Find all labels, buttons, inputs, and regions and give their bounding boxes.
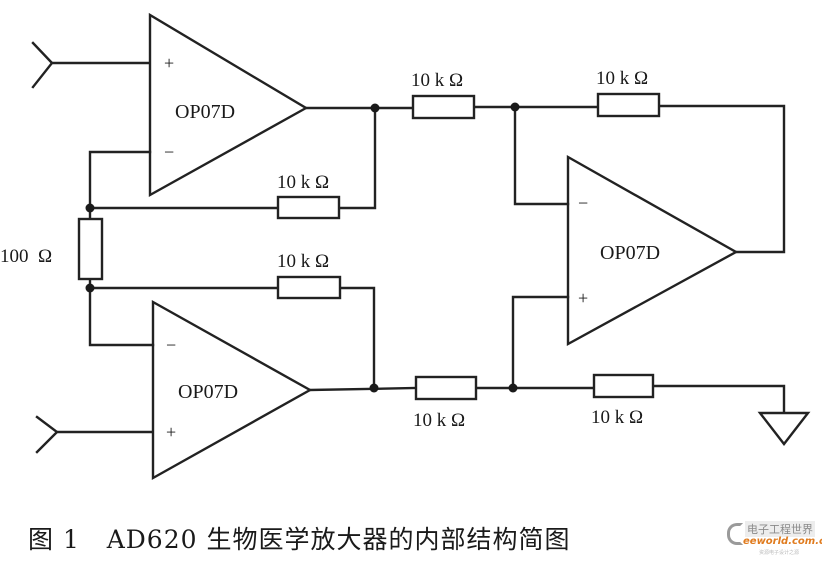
wire-top-minus [88,150,152,210]
opamp-bottom: − + OP07D [151,299,313,481]
wire-feedback-output [657,104,786,254]
watermark: 电子工程世界 eeworld.com.cn 资源电子设计之源 [727,521,822,557]
junction-node [510,102,520,112]
watermark-slogan: 资源电子设计之源 [759,550,800,556]
watermark-logo-icon [727,523,743,545]
resistor-output-feedback [596,92,661,118]
opamp-top-label: OP07D [175,101,235,123]
opamp-bottom-plus-sign: + [166,422,176,442]
watermark-url: eeworld.com.cn [743,536,822,547]
ground-icon [757,411,811,446]
junction-node [508,383,518,393]
resistor-gain-label: 100 Ω [0,246,52,267]
wire-bottom-feedback-right [338,286,376,390]
figure-caption: 图 1 AD620 生物医学放大器的内部结构简图 [28,525,571,554]
junction-node [85,203,95,213]
wire-ground [651,384,786,415]
resistor-bottom-feedback-label: 10 k Ω [277,251,329,272]
opamp-output-minus-sign: − [578,193,588,213]
opamp-output-label: OP07D [600,242,660,264]
opamp-top-minus-sign: − [164,142,174,162]
resistor-ground-label: 10 k Ω [591,407,643,428]
junction-node [369,383,379,393]
junction-node [85,283,95,293]
opamp-bottom-minus-sign: − [166,335,176,355]
wire-bottom-minus [88,286,155,347]
input-terminal-bottom [35,415,155,454]
resistor-top-input-label: 10 k Ω [411,70,463,91]
resistor-ground [592,373,655,399]
circuit-schematic: + − OP07D − + OP07D − + OP07D [0,12,811,481]
input-terminal-top [31,41,152,89]
wire-output-plus [511,295,570,390]
resistor-bottom-input [414,375,478,401]
resistor-top-feedback-label: 10 k Ω [277,172,329,193]
wire-top-feedback-right [337,106,377,210]
resistor-bottom-input-label: 10 k Ω [413,410,465,431]
opamp-top: + − OP07D [148,12,309,198]
opamp-bottom-label: OP07D [178,381,238,403]
opamp-output-plus-sign: + [578,288,588,308]
resistor-gain [77,217,104,281]
wire-output-minus [513,105,570,206]
wire-bottom-output [308,386,418,392]
watermark-site-name: 电子工程世界 [745,521,815,537]
resistor-top-input [411,94,476,120]
resistor-bottom-feedback [276,275,342,300]
resistor-top-feedback [276,195,341,220]
opamp-top-plus-sign: + [164,53,174,73]
resistor-output-feedback-label: 10 k Ω [596,68,648,89]
opamp-output: − + OP07D [566,154,739,347]
junction-node [370,103,380,113]
